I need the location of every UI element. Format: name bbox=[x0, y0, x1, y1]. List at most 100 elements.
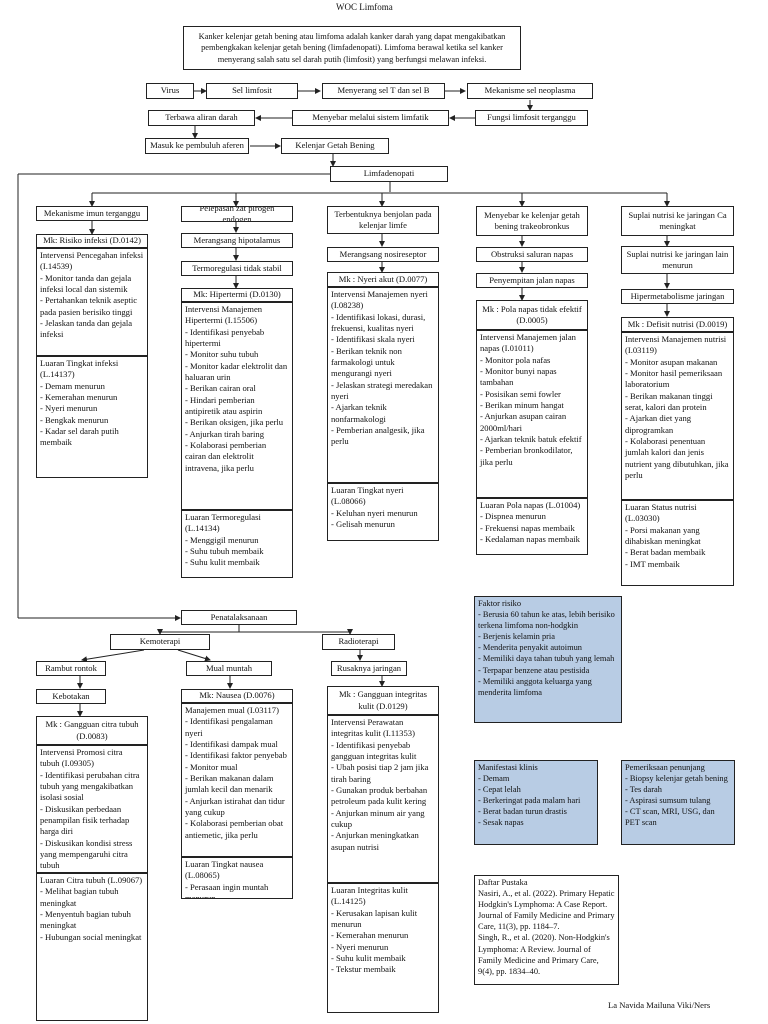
box-line: - Monitor pola nafas bbox=[480, 354, 551, 365]
col4-intervention: Intervensi Manajemen jalan napas (I.0101… bbox=[476, 330, 588, 498]
box-line: - Monitor suhu tubuh bbox=[185, 349, 259, 360]
b1-step-1: Kebotakan bbox=[36, 689, 106, 704]
box-line: - Identifikasi perubahan citra tubuh yan… bbox=[40, 769, 140, 803]
box-line: - Aspirasi sumsum tulang bbox=[625, 796, 711, 806]
box-line: - Identifikasi pengalaman nyeri bbox=[185, 716, 273, 738]
col3-diagnosis: Mk : Nyeri akut (D.0077) bbox=[327, 272, 439, 287]
box-line: - Monitor mual bbox=[185, 761, 238, 772]
col1-diagnosis: Mk: Risiko infeksi (D.0142) bbox=[36, 234, 148, 248]
box-heading: Manajemen mual (I.03117) bbox=[185, 705, 279, 715]
col3-step-1: Merangsang nosireseptor bbox=[327, 247, 439, 262]
flow-masuk: Masuk ke pembuluh aferen bbox=[145, 138, 249, 154]
col5-step-1: Suplai nutrisi ke jaringan lain menurun bbox=[621, 246, 734, 274]
box-line: - Anjurkan minum air yang cukup bbox=[331, 807, 425, 830]
box-line: - Berat badan turun drastis bbox=[478, 807, 567, 817]
b3-cause: Rusaknya jaringan bbox=[331, 661, 407, 676]
box-line: - Identifikasi penyebab gangguan integri… bbox=[331, 739, 417, 762]
box-line: - Ajarkan teknik batuk efektif bbox=[480, 434, 582, 445]
box-line: - Berikan makanan dalam jumlah kecil dan… bbox=[185, 773, 274, 795]
definition-box: Kanker kelenjar getah bening atau limfom… bbox=[183, 26, 521, 70]
box-line: - Menyentuh bagian tubuh meningkat bbox=[40, 909, 131, 931]
box-line: - Hubungan social meningkat bbox=[40, 931, 142, 942]
box-line: - Berikan oksigen, jika perlu bbox=[185, 417, 284, 428]
flow-limfadenopati: Limfadenopati bbox=[330, 166, 448, 182]
box-line: - Melihat bagian tubuh meningkat bbox=[40, 886, 119, 908]
box-heading: Intervensi Manajemen nutrisi (I.03119) bbox=[625, 334, 727, 356]
flow-menyerang: Menyerang sel T dan sel B bbox=[322, 83, 445, 99]
box-line: - Sesak napas bbox=[478, 818, 524, 828]
box-line: - Jelaskan tanda dan gejala infeksi bbox=[40, 318, 133, 340]
box-line: Singh, R., et al. (2020). Non-Hodgkin's … bbox=[478, 933, 610, 976]
b2-diagnosis: Mk: Nausea (D.0076) bbox=[181, 689, 293, 703]
box-line: - Kolaborasi pemberian cairan dan elektr… bbox=[185, 440, 267, 473]
box-line: - Pemberian bronkodilator, jika perlu bbox=[480, 445, 573, 467]
flow-menyebar: Menyebar melalui sistem limfatik bbox=[292, 110, 449, 126]
radioterapi-box: Radioterapi bbox=[322, 634, 395, 650]
box-heading: Luaran Termoregulasi (L.14134) bbox=[185, 512, 261, 534]
box-line: - Anjurkan mengungkapkan gambaran diri t… bbox=[40, 872, 144, 873]
manifestasi-klinis-box: Manifestasi klinis- Demam- Cepat lelah- … bbox=[474, 760, 598, 845]
box-line: - Kolaborasi penentuan jumlah kalori dan… bbox=[625, 436, 729, 481]
box-line: - Diskusikan kondisi stress yang mempeng… bbox=[40, 837, 133, 871]
flow-virus: Virus bbox=[146, 83, 194, 99]
box-line: - Dispnea menurun bbox=[480, 511, 546, 522]
b2-intervention: Manajemen mual (I.03117)- Identifikasi p… bbox=[181, 703, 293, 857]
b2-cause: Mual muntah bbox=[186, 661, 272, 676]
b1-outcome: Luaran Citra tubuh (L.09067)- Melihat ba… bbox=[36, 873, 148, 1021]
box-line: - Jelaskan strategi meredakan nyeri bbox=[331, 379, 433, 402]
box-line: - Monitor bunyi napas tambahan bbox=[480, 366, 557, 388]
box-heading: Daftar Pustaka bbox=[478, 878, 528, 887]
box-line: - Anjurkan istirahat dan tidur yang cuku… bbox=[185, 795, 285, 818]
box-heading: Luaran Citra tubuh (L.09067) bbox=[40, 875, 143, 885]
box-line: - Suhu kulit membaik bbox=[185, 557, 260, 568]
box-line: - Nyeri menurun bbox=[40, 403, 98, 414]
author-credit: La Navida Mailuna Viki/Ners bbox=[608, 1000, 711, 1010]
flow-fungsi: Fungsi limfosit terganggu bbox=[475, 110, 588, 126]
box-line: - Ubah posisi tiap 2 jam jika tirah bari… bbox=[331, 762, 429, 784]
flow-kelenjar: Kelenjar Getah Bening bbox=[281, 138, 389, 154]
box-line: - Kemerahan menurun bbox=[331, 930, 409, 941]
box-line: - Tes darah bbox=[625, 785, 662, 795]
col5-diagnosis: Mk : Defisit nutrisi (D.0019) bbox=[621, 317, 734, 332]
box-line: - Berkeringat pada malam hari bbox=[478, 796, 581, 806]
box-line: - Ajarkan diet yang diprogramkan bbox=[625, 413, 692, 435]
flow-sel-limfosit: Sel limfosit bbox=[206, 83, 298, 99]
box-line: - Diskusikan perbedaan penampilan fisik … bbox=[40, 803, 130, 837]
col5-cause: Suplai nutrisi ke jaringan Ca meningkat bbox=[621, 206, 734, 236]
box-line: - Anjurkan tirah baring bbox=[185, 428, 264, 439]
box-line: - Berjenis kelamin pria bbox=[478, 632, 555, 642]
col2-intervention: Intervensi Manajemen Hipertermi (I.15506… bbox=[181, 302, 293, 510]
box-line: - Bengkak menurun bbox=[40, 414, 109, 425]
b1-diagnosis: Mk : Gangguan citra tubuh (D.0083) bbox=[36, 716, 148, 745]
page-title: WOC Limfoma bbox=[336, 2, 393, 12]
box-line: - Gelisah menurun bbox=[331, 519, 395, 530]
box-line: - Posisikan semi fowler bbox=[480, 388, 561, 399]
box-line: - Keluhan nyeri menurun bbox=[331, 507, 418, 518]
box-line: - Berat badan membaik bbox=[625, 547, 706, 558]
col4-step-2: Penyempitan jalan napas bbox=[476, 273, 588, 288]
box-heading: Intervensi Promosi citra tubuh (I.09305) bbox=[40, 747, 123, 769]
box-line: - Demam bbox=[478, 774, 510, 784]
box-line: - Perasaan ingin muntah menurun bbox=[185, 881, 269, 899]
box-heading: Intervensi Pencegahan infeksi (I.14539) bbox=[40, 250, 144, 272]
col2-outcome: Luaran Termoregulasi (L.14134)- Menggigi… bbox=[181, 510, 293, 578]
box-line: - Monitor tanda dan gejala infeksi local… bbox=[40, 272, 132, 295]
box-heading: Intervensi Perawatan integritas kulit (I… bbox=[331, 717, 415, 739]
b3-diagnosis: Mk : Gangguan integritas kulit (D.0129) bbox=[327, 686, 439, 715]
b2-outcome: Luaran Tingkat nausea (L.08065)- Perasaa… bbox=[181, 857, 293, 899]
box-line: - Suhu kulit membaik bbox=[331, 953, 406, 964]
box-line: - Tekstur membaik bbox=[331, 964, 396, 975]
col2-step-1: Merangsang hipotalamus bbox=[181, 233, 293, 248]
box-heading: Faktor risiko bbox=[478, 599, 522, 608]
col2-cause: Pelepasan zat pirogen endogen bbox=[181, 206, 293, 222]
box-heading: Luaran Tingkat nausea (L.08065) bbox=[185, 859, 264, 881]
box-line: - Ajarkan teknik nonfarmakologi bbox=[331, 402, 387, 424]
box-line: - Pertahankan teknik aseptic pada pasien… bbox=[40, 295, 138, 317]
box-line: - Suhu tubuh membaik bbox=[185, 546, 264, 557]
box-heading: Luaran Tingkat nyeri (L.08066) bbox=[331, 485, 404, 507]
col3-outcome: Luaran Tingkat nyeri (L.08066)- Keluhan … bbox=[327, 483, 439, 541]
flow-terbawa: Terbawa aliran darah bbox=[148, 110, 255, 126]
faktor-risiko-box: Faktor risiko- Berusia 60 tahun ke atas,… bbox=[474, 596, 622, 723]
col1-outcome: Luaran Tingkat infeksi (L.14137)- Demam … bbox=[36, 356, 148, 478]
